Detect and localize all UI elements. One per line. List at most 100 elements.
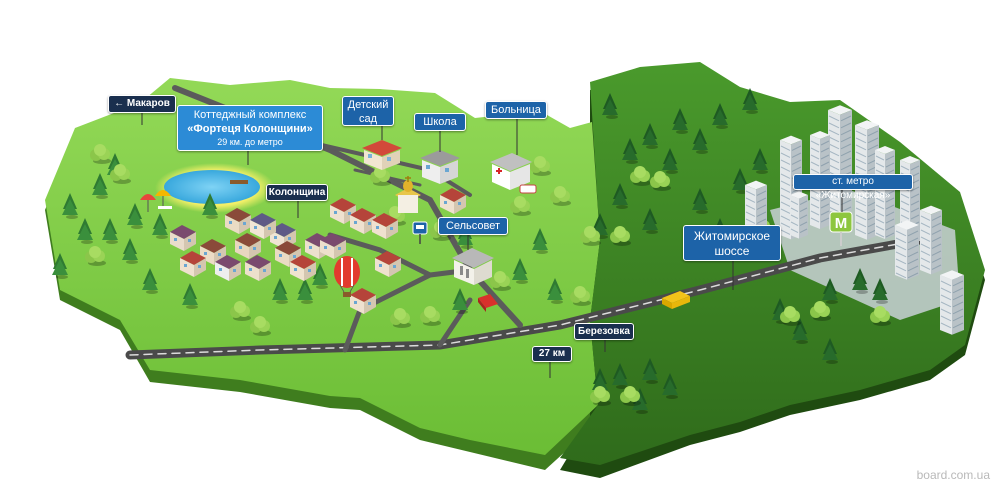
kindergarten-line2: сад	[358, 113, 378, 125]
bush-icon	[650, 171, 671, 191]
label-kolonshina[interactable]: Колонщина	[266, 184, 328, 201]
cottage-icon	[180, 251, 206, 277]
cottage-icon	[375, 251, 401, 277]
kindergarten-line1: Детский	[347, 99, 389, 111]
tram-icon	[478, 294, 498, 312]
bush-icon	[490, 271, 511, 291]
cottage-icon	[250, 213, 276, 239]
tree-icon	[142, 268, 158, 294]
hot-air-balloon-icon	[334, 256, 360, 297]
bush-icon	[580, 226, 601, 246]
tower-icon	[790, 191, 808, 239]
bus-stop-icon	[412, 221, 428, 244]
bush-icon	[250, 316, 271, 336]
cottage-icon	[320, 233, 346, 259]
tree-icon	[672, 108, 688, 134]
label-27km[interactable]: 27 км	[532, 346, 572, 362]
selsovet-building-icon	[452, 248, 494, 285]
bush-icon	[570, 286, 591, 306]
label-cottage-complex[interactable]: Коттеджный комплекс «Фортеця Колонщини» …	[177, 105, 323, 151]
tree-icon	[612, 363, 628, 389]
bush-icon	[90, 144, 111, 164]
tree-icon	[612, 183, 628, 209]
label-school[interactable]: Школа	[414, 113, 466, 131]
school-building-icon	[420, 150, 460, 184]
cottage-icon	[200, 239, 226, 265]
lake	[164, 170, 260, 204]
cottage-icon	[215, 255, 241, 281]
tree-icon	[752, 148, 768, 174]
bush-icon	[420, 306, 441, 326]
cottage-icon	[245, 255, 271, 281]
label-makarov[interactable]: ← Макаров	[108, 95, 176, 113]
cottage-icon	[350, 288, 376, 314]
complex-distance: 29 км. до метро	[217, 137, 283, 147]
cottage-icon	[372, 213, 398, 239]
watermark: board.com.ua	[916, 468, 990, 482]
church-icon	[395, 176, 421, 213]
cottage-icon	[330, 198, 356, 224]
metro-sign-icon: M	[829, 211, 853, 246]
bush-icon	[610, 226, 631, 246]
complex-title: Коттеджный комплекс	[193, 109, 307, 121]
tree-icon	[692, 128, 708, 154]
label-zhitomir-highway[interactable]: Житомирское шоссе	[683, 225, 781, 261]
tree-icon	[92, 173, 108, 199]
svg-text:M: M	[835, 215, 848, 232]
bush-icon	[510, 196, 531, 216]
tree-icon	[852, 268, 868, 294]
tree-icon	[602, 93, 618, 119]
trees	[52, 144, 571, 336]
bush-icon	[870, 306, 891, 326]
bush-icon	[110, 164, 131, 184]
tree-icon	[712, 103, 728, 129]
tree-icon	[77, 218, 93, 244]
tree-icon	[822, 338, 838, 364]
highway-line1: Житомирское	[693, 229, 771, 243]
bus-icon	[662, 291, 690, 309]
tree-icon	[202, 193, 218, 219]
cottage-icon	[170, 225, 196, 251]
tree-icon	[452, 288, 468, 314]
label-hospital[interactable]: Больница	[485, 101, 547, 119]
tree-icon	[127, 203, 143, 229]
label-metro-station[interactable]: ст. метро «Житомирская»	[793, 174, 913, 201]
tree-icon	[312, 263, 328, 289]
tree-icon	[792, 318, 808, 344]
tree-icon	[182, 283, 198, 309]
label-kindergarten[interactable]: Детский сад	[342, 96, 394, 126]
hospital-building-icon	[490, 153, 537, 194]
tower-icon	[745, 180, 767, 235]
tree-icon	[52, 253, 68, 279]
bush-icon	[630, 166, 651, 186]
cottage-icon	[290, 255, 316, 281]
tree-icon	[872, 278, 888, 304]
cottages	[170, 188, 466, 314]
tree-icon	[62, 193, 78, 219]
tree-icon	[102, 218, 118, 244]
tree-icon	[642, 358, 658, 384]
complex-name: «Фортеця Колонщини»	[187, 123, 313, 135]
tree-icon	[642, 123, 658, 149]
bush-icon	[370, 166, 391, 186]
cottage-icon	[225, 208, 251, 234]
tree-icon	[642, 208, 658, 234]
label-berezovka[interactable]: Березовка	[574, 323, 634, 340]
label-pointers	[141, 112, 843, 378]
bush-icon	[810, 301, 831, 321]
tree-icon	[822, 278, 838, 304]
tree-icon	[297, 278, 313, 304]
highway-line2: шоссе	[714, 244, 750, 258]
bush-icon	[620, 386, 641, 406]
pier	[230, 180, 248, 184]
tree-icon	[512, 258, 528, 284]
label-selsovet[interactable]: Сельсовет	[438, 217, 508, 235]
beach-umbrella-icon	[140, 190, 172, 212]
bush-icon	[230, 301, 251, 321]
tree-icon	[662, 148, 678, 174]
bush-icon	[530, 156, 551, 176]
cottage-icon	[440, 188, 466, 214]
bush-icon	[85, 246, 106, 266]
tower-icon	[895, 220, 919, 280]
